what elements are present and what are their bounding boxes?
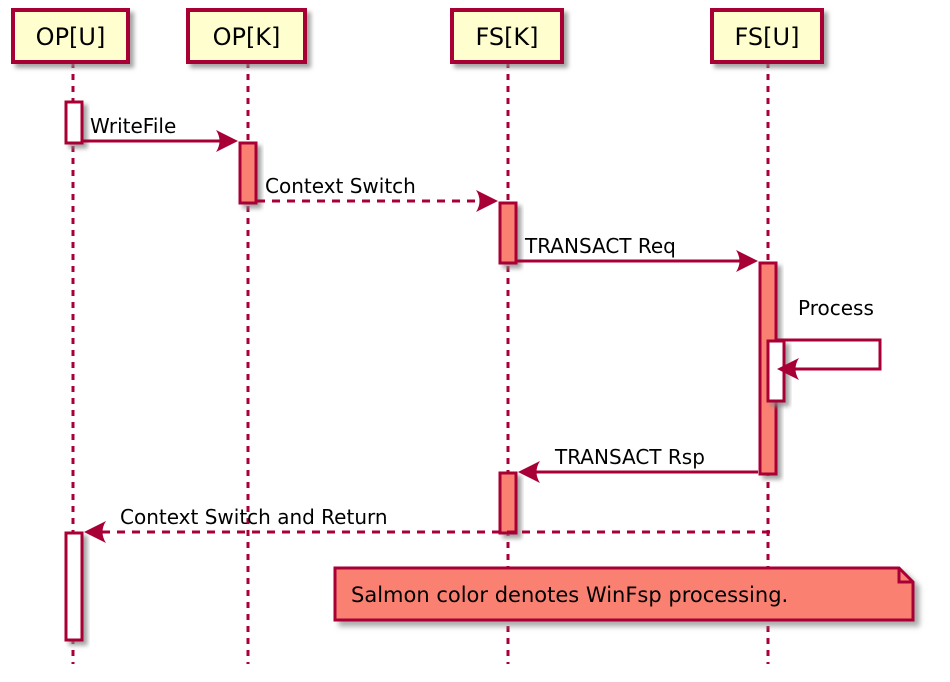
- message-label: TRANSACT Req: [524, 234, 676, 258]
- message-msg-transact-rsp[interactable]: TRANSACT Rsp: [518, 445, 758, 483]
- note-fold-icon: [897, 568, 913, 584]
- note-body: [333, 566, 915, 622]
- activations-layer: [64, 100, 786, 642]
- message-msg-context-switch-return[interactable]: Context Switch and Return: [84, 505, 770, 543]
- participant-box: [450, 8, 564, 64]
- participant-label: OP[K]: [213, 23, 281, 51]
- arrowhead-icon: [736, 250, 758, 272]
- message-label: Context Switch and Return: [120, 505, 388, 529]
- participant-label: FS[U]: [735, 23, 800, 51]
- arrowhead-icon: [777, 358, 799, 380]
- participants-layer: OP[U] OP[K] FS[K] FS[U]: [11, 8, 824, 64]
- message-msg-process[interactable]: Process: [777, 296, 882, 380]
- activation-bar-act-op-k-1: [238, 141, 258, 205]
- participant-op-u[interactable]: OP[U]: [11, 8, 130, 64]
- participant-fs-u[interactable]: FS[U]: [710, 8, 824, 64]
- arrowhead-icon: [216, 130, 238, 152]
- participant-box: [11, 8, 130, 64]
- arrowhead-icon: [476, 190, 498, 212]
- message-self-loop: [777, 338, 882, 371]
- note-layer: Salmon color denotes WinFsp processing.: [333, 566, 915, 622]
- participant-op-k[interactable]: OP[K]: [186, 8, 307, 64]
- participant-box: [186, 8, 307, 64]
- participant-fs-k[interactable]: FS[K]: [450, 8, 564, 64]
- message-label: WriteFile: [90, 114, 176, 138]
- message-label: TRANSACT Rsp: [554, 445, 705, 469]
- activation-bar-act-fs-k-1: [498, 201, 518, 265]
- arrowhead-icon: [84, 521, 106, 543]
- arrowhead-icon: [518, 461, 540, 483]
- note-note-salmon: Salmon color denotes WinFsp processing.: [333, 566, 915, 622]
- message-label: Context Switch: [265, 174, 416, 198]
- message-msg-writefile[interactable]: WriteFile: [82, 114, 238, 152]
- note-text: Salmon color denotes WinFsp processing.: [351, 583, 788, 607]
- participant-label: OP[U]: [36, 23, 106, 51]
- activation-bar-act-op-u-1: [64, 100, 84, 145]
- participant-box: [710, 8, 824, 64]
- activation-bar-act-fs-k-2: [498, 471, 518, 535]
- participant-label: FS[K]: [475, 23, 538, 51]
- message-msg-transact-req[interactable]: TRANSACT Req: [517, 234, 758, 272]
- message-label: Process: [798, 296, 874, 320]
- activation-bar-act-op-u-2: [64, 531, 84, 642]
- message-msg-context-switch[interactable]: Context Switch: [257, 174, 498, 212]
